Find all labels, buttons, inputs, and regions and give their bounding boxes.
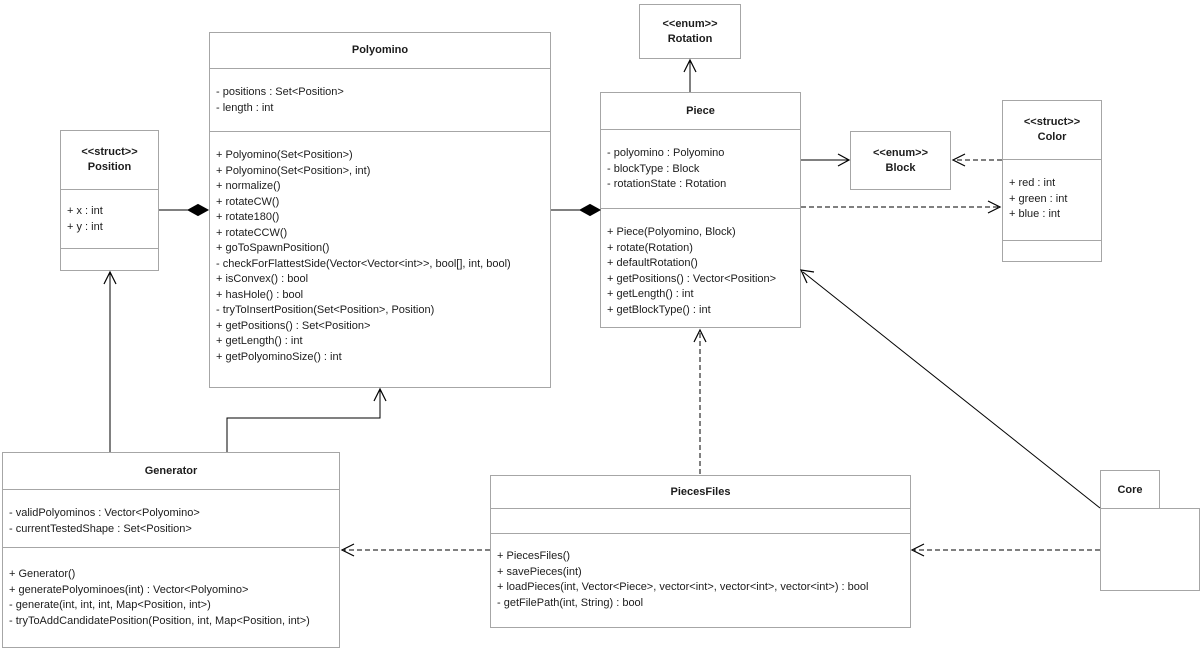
member-row: + green : int — [1009, 192, 1068, 205]
member-row: + y : int — [67, 220, 103, 233]
member-row: - tryToAddCandidatePosition(Position, in… — [9, 614, 310, 627]
member-row: - getFilePath(int, String) : bool — [497, 596, 644, 609]
member-row: + isConvex() : bool — [216, 273, 309, 285]
member-row: + getBlockType() : int — [607, 303, 711, 316]
edge-piecesfiles-piece-dependency — [693, 328, 707, 474]
class-name: Piece — [686, 104, 715, 117]
edge-piecesfiles-generator-dependency — [340, 543, 490, 557]
class-title: Polyomino — [210, 33, 550, 69]
class-title: <<enum>> Block — [851, 132, 950, 189]
class-block[interactable]: <<enum>> Block — [850, 131, 951, 190]
member-row: + Generator() — [9, 568, 76, 580]
attributes-section: - positions : Set<Position> - length : in… — [210, 69, 550, 131]
member-row: + rotateCCW() — [216, 226, 288, 239]
member-row: - positions : Set<Position> — [216, 86, 344, 98]
member-row: + hasHole() : bool — [216, 288, 304, 301]
edge-piece-polyomino-composition — [551, 203, 602, 217]
class-name: PiecesFiles — [670, 485, 731, 498]
member-row: - checkForFlattestSide(Vector<Vector<int… — [216, 257, 511, 270]
class-name: Position — [87, 161, 132, 173]
edge-core-piecesfiles-dependency — [910, 543, 1100, 557]
edge-color-block-dependency — [951, 153, 1002, 167]
member-row: + rotateCW() — [216, 195, 280, 208]
class-name: Block — [885, 161, 916, 174]
member-row: + savePieces(int) — [497, 565, 582, 578]
member-row: + red : int — [1009, 177, 1056, 189]
stereotype-label: <<struct>> — [1023, 116, 1081, 128]
stereotype-label: <<enum>> — [872, 146, 929, 159]
class-rotation[interactable]: <<enum>> Rotation — [639, 4, 741, 59]
class-polyomino[interactable]: Polyomino - positions : Set<Position> - l… — [209, 32, 551, 388]
methods-section — [61, 248, 158, 270]
class-piecesfiles[interactable]: PiecesFiles + PiecesFiles() + savePieces(… — [490, 475, 911, 628]
class-name: Rotation — [667, 32, 713, 45]
class-name: Generator — [144, 464, 198, 477]
member-row: - tryToInsertPosition(Set<Position>, Pos… — [216, 304, 435, 316]
member-row: - rotationState : Rotation — [607, 178, 727, 190]
class-color[interactable]: <<struct>> Color + red : int + green : in… — [1002, 100, 1102, 262]
member-row: - validPolyominos : Vector<Polyomino> — [9, 507, 200, 519]
class-generator[interactable]: Generator - validPolyominos : Vector<Pol… — [2, 452, 340, 648]
attributes-section: - polyomino : Polyomino - blockType : Blo… — [601, 130, 800, 208]
methods-section: + Piece(Polyomino, Block) + rotate(Rotati… — [601, 208, 800, 327]
edge-generator-polyomino-association — [226, 387, 387, 452]
class-name: Polyomino — [351, 44, 409, 56]
member-row: - length : int — [216, 101, 274, 114]
member-row: + getLength() : int — [216, 335, 303, 347]
class-title: Generator — [3, 453, 339, 490]
member-row: + Piece(Polyomino, Block) — [607, 226, 736, 238]
attributes-section: - validPolyominos : Vector<Polyomino> - c… — [3, 490, 339, 547]
package-tab: Core — [1100, 470, 1160, 509]
methods-section: + Generator() + generatePolyominoes(int) … — [3, 547, 339, 647]
member-row: + getPolyominoSize() : int — [216, 350, 342, 363]
class-title: Piece — [601, 93, 800, 130]
member-row: + PiecesFiles() — [497, 550, 571, 562]
member-row: + blue : int — [1009, 208, 1061, 220]
member-row: - currentTestedShape : Set<Position> — [9, 522, 192, 535]
member-row: + Polyomino(Set<Position>, int) — [216, 164, 371, 177]
member-row: + defaultRotation() — [607, 257, 698, 269]
member-row: + goToSpawnPosition() — [216, 242, 330, 254]
class-name: Color — [1037, 131, 1067, 143]
stereotype-label: <<enum>> — [662, 17, 718, 30]
attributes-section: + x : int + y : int — [61, 190, 158, 248]
edge-piece-color-dependency — [801, 200, 1002, 214]
member-row: + Polyomino(Set<Position>) — [216, 149, 353, 161]
member-row: + x : int — [67, 205, 103, 217]
class-title: PiecesFiles — [491, 476, 910, 509]
class-piece[interactable]: Piece - polyomino : Polyomino - blockType… — [600, 92, 801, 328]
member-row: + generatePolyominoes(int) : Vector<Poly… — [9, 583, 249, 596]
edge-generator-position-association — [103, 270, 117, 452]
member-row: - generate(int, int, int, Map<Position, … — [9, 599, 211, 611]
edge-piece-block-association — [801, 153, 851, 167]
member-row: + normalize() — [216, 180, 281, 192]
member-row: + rotate(Rotation) — [607, 241, 693, 254]
attributes-section: + red : int + green : int + blue : int — [1003, 160, 1101, 240]
class-name: Core — [1117, 483, 1143, 496]
attributes-section — [491, 509, 910, 533]
methods-section — [1003, 240, 1101, 261]
member-row: + getLength() : int — [607, 288, 694, 300]
member-row: + getPositions() : Set<Position> — [216, 319, 371, 332]
edge-core-piece-association — [799, 269, 1101, 509]
stereotype-label: <<struct>> — [81, 146, 138, 158]
methods-section: + PiecesFiles() + savePieces(int) + loadPi… — [491, 533, 910, 627]
member-row: - polyomino : Polyomino — [607, 147, 725, 159]
member-row: + loadPieces(int, Vector<Piece>, vector<… — [497, 581, 869, 593]
member-row: + rotate180() — [216, 211, 280, 223]
edge-polyomino-position-composition — [159, 203, 210, 217]
class-title: <<struct>> Color — [1003, 101, 1101, 160]
member-row: + getPositions() : Vector<Position> — [607, 272, 777, 285]
package-body — [1100, 508, 1200, 591]
member-row: - blockType : Block — [607, 162, 700, 175]
edge-piece-rotation-association — [683, 58, 697, 92]
class-title: <<enum>> Rotation — [640, 5, 740, 58]
class-title: <<struct>> Position — [61, 131, 158, 190]
class-position[interactable]: <<struct>> Position + x : int + y : int — [60, 130, 159, 271]
methods-section: + Polyomino(Set<Position>) + Polyomino(Se… — [210, 131, 550, 387]
